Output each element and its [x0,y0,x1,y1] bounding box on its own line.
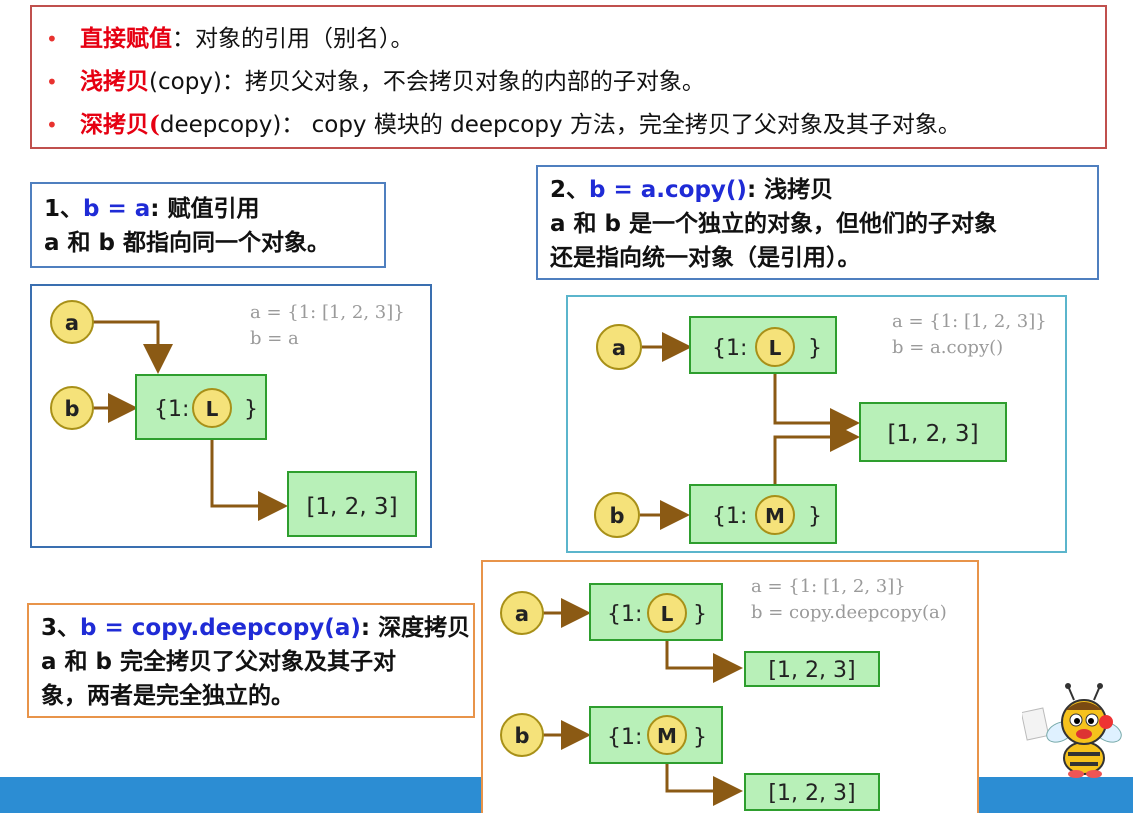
case3-snippet: a = {1: [1, 2, 3]} b = copy.deepcopy(a) [751,576,947,623]
ref-node-L [647,593,687,633]
bullet-assignment: •直接赋值：对象的引用（别名）。 [46,25,414,52]
bullet-shallow-copy: •浅拷贝(copy)：拷贝父对象，不会拷贝对象的内部的子对象。 [46,68,705,95]
ref-node-L [192,388,232,428]
svg-text:M: M [657,724,677,748]
svg-text:}: } [693,725,707,750]
list-box [287,471,417,537]
svg-text:[1, 2, 3]: [1, 2, 3] [887,421,978,447]
list-box [859,402,1007,462]
svg-text:M: M [765,504,785,528]
bee-mascot-icon [1022,683,1122,778]
svg-text:a: a [515,602,529,626]
bullet-dot: • [46,70,58,94]
ref-node-L [755,327,795,367]
bullet-term: 直接赋值 [80,25,172,52]
case2-snippet: a = {1: [1, 2, 3]} b = a.copy() [892,311,1047,358]
case1-title: 1、b = a: 赋值引用 [44,196,260,222]
var-node-b [500,713,544,757]
list-box-a [744,651,880,687]
list-box-b [744,773,880,811]
var-node-a [50,300,94,344]
case3-diagram: a = {1: [1, 2, 3]} b = copy.deepcopy(a) … [481,560,979,813]
ref-node-M [755,495,795,535]
svg-text:L: L [769,336,782,360]
arrow-M-to-list [773,422,860,495]
ref-node-M [647,715,687,755]
svg-text:b: b [514,724,529,748]
svg-text:[1, 2, 3]: [1, 2, 3] [768,658,855,683]
bullet-term: 浅拷贝 [80,68,149,95]
case2-graph: {1: } L {1: } M [1, 2, 3] a b [594,316,1007,544]
case2-title: 2、b = a.copy(): 浅拷贝 [550,177,834,203]
case3-caption: 3、b = copy.deepcopy(a): 深度拷贝 a 和 b 完全拷贝了… [27,603,475,718]
dict-close: } [244,397,258,422]
svg-text:[1, 2, 3]: [1, 2, 3] [768,781,855,806]
case3-title: 3、b = copy.deepcopy(a): 深度拷贝 [41,615,471,641]
case3-description-line2: 象，两者是完全独立的。 [41,683,294,709]
bullet-term: 深拷贝( [80,111,160,138]
arrow-M-to-list-b [665,754,743,806]
case1-graph: {1: } L [1, 2, 3] a b [50,300,417,537]
arrow-L-to-list [773,367,860,438]
case2-diagram: a = {1: [1, 2, 3]} b = a.copy() {1: } L … [566,295,1067,553]
arrow-L-to-list-a [665,632,743,683]
svg-text:{1:: {1: [712,336,747,361]
arrow-a-to-dict [90,320,173,374]
svg-text:L: L [206,397,219,421]
var-node-b [50,386,94,430]
case2-description-line1: a 和 b 是一个独立的对象，但他们的子对象 [550,211,998,237]
svg-text:a: a [612,336,626,360]
arrow-ref-to-list [210,434,288,521]
svg-text:L: L [661,602,674,626]
svg-text:a: a [65,311,79,335]
case3-graph: {1: } L [1, 2, 3] {1: } M [1, 2, 3] a b [500,583,880,811]
case2-description-line2: 还是指向统一对象（是引用）。 [550,245,861,271]
svg-text:b: b [609,504,624,528]
svg-text:}: } [693,602,707,627]
var-node-a [500,591,544,635]
case1-diagram: a = {1: [1, 2, 3]} b = a {1: } L [1, 2, … [30,284,432,548]
svg-text:{1:: {1: [607,602,642,627]
dict-label: {1: [154,397,189,422]
svg-text:{1:: {1: [712,504,747,529]
svg-text:{1:: {1: [607,725,642,750]
case2-caption: 2、b = a.copy(): 浅拷贝 a 和 b 是一个独立的对象，但他们的子… [536,165,1099,280]
svg-text:b: b [64,397,79,421]
case1-description: a 和 b 都指向同一个对象。 [44,230,331,256]
bullet-dot: • [46,27,58,51]
var-node-a [596,324,642,370]
list-label: [1, 2, 3] [306,494,397,520]
var-node-b [594,492,640,538]
bullet-dot: • [46,113,58,137]
bullet-deep-copy: •深拷贝(deepcopy)： copy 模块的 deepcopy 方法，完全拷… [46,111,961,138]
svg-text:}: } [808,504,822,529]
svg-text:}: } [808,336,822,361]
case3-description-line1: a 和 b 完全拷贝了父对象及其子对 [41,649,397,675]
case1-snippet: a = {1: [1, 2, 3]} b = a [250,302,405,349]
case1-caption: 1、b = a: 赋值引用 a 和 b 都指向同一个对象。 [30,182,386,268]
summary-box: •直接赋值：对象的引用（别名）。 •浅拷贝(copy)：拷贝父对象，不会拷贝对象… [30,5,1107,149]
